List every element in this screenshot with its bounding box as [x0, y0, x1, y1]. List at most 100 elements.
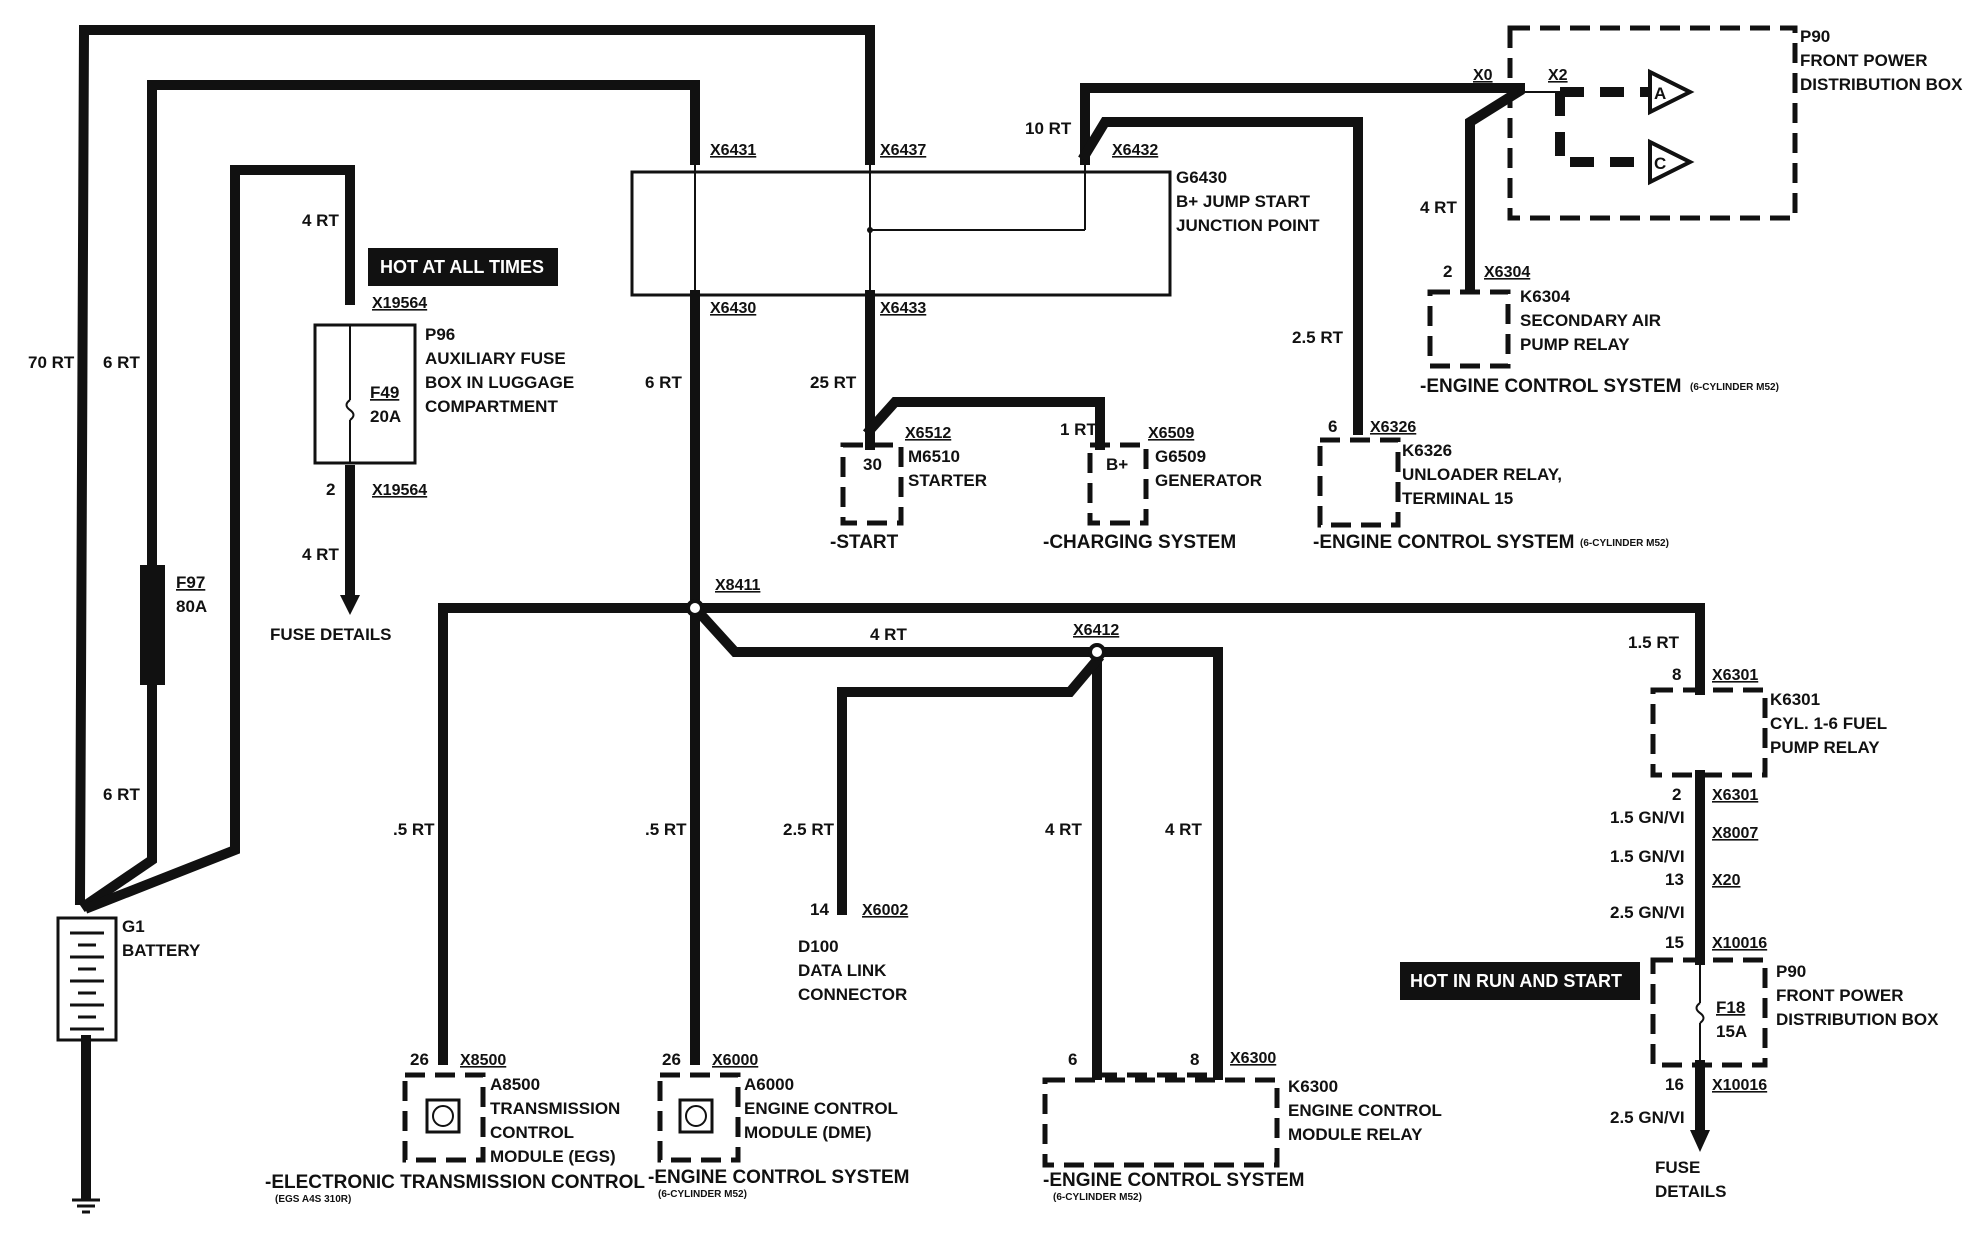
a6000-module-icon [678, 1098, 714, 1134]
battery-cells [70, 931, 104, 1031]
wire-10rt [1080, 83, 1525, 165]
svg-text:X6430: X6430 [710, 300, 756, 317]
k6300-label: K6300 ENGINE CONTROL MODULE RELAY [1288, 1077, 1446, 1144]
fuse-details-right-label: FUSE DETAILS [1655, 1158, 1726, 1201]
ground-icon [72, 1198, 100, 1214]
a8500-module-icon [425, 1098, 461, 1134]
svg-text:2: 2 [1672, 785, 1681, 804]
svg-text:8: 8 [1672, 665, 1681, 684]
wire-bus-x8411 [438, 603, 1705, 1065]
svg-text:4 RT: 4 RT [870, 625, 907, 644]
connector-labels: X6431 X6437 X6432 X6430 X6433 X19564 X19… [372, 67, 1767, 1094]
wire-25rt-dlc [837, 652, 1105, 915]
svg-text:2.5 RT: 2.5 RT [783, 820, 835, 839]
svg-text:-ENGINE CONTROL SYSTEM: -ENGINE CONTROL SYSTEM [1313, 532, 1574, 553]
x6412-splice [1088, 643, 1106, 661]
a8500-steering-icon [432, 1105, 454, 1127]
hot-in-run-and-start-tag: HOT IN RUN AND START [1400, 962, 1640, 1000]
svg-text:-START: -START [830, 532, 899, 553]
svg-text:2.5 GN/VI: 2.5 GN/VI [1610, 903, 1685, 922]
svg-text:(6-CYLINDER M52): (6-CYLINDER M52) [658, 1189, 747, 1200]
svg-text:4 RT: 4 RT [1165, 820, 1202, 839]
svg-text:X0: X0 [1473, 67, 1493, 84]
svg-text:X6433: X6433 [880, 300, 926, 317]
svg-text:X6000: X6000 [712, 1052, 758, 1069]
svg-text:6 RT: 6 RT [103, 353, 140, 372]
svg-text:30: 30 [863, 455, 882, 474]
svg-text:X8411: X8411 [715, 577, 760, 594]
svg-text:X6437: X6437 [880, 142, 926, 159]
svg-text:14: 14 [810, 900, 829, 919]
svg-text:X6326: X6326 [1370, 419, 1416, 436]
p96-fuse-box [313, 323, 417, 465]
svg-text:-ENGINE CONTROL SYSTEM: -ENGINE CONTROL SYSTEM [648, 1167, 909, 1188]
svg-text:(EGS A4S 310R): (EGS A4S 310R) [275, 1194, 351, 1205]
p90-bottom-box [1650, 957, 1768, 1068]
svg-text:6: 6 [1068, 1050, 1077, 1069]
svg-text:X6304: X6304 [1484, 264, 1530, 281]
arrow-c-label: C [1654, 154, 1666, 173]
svg-text:X6301: X6301 [1712, 667, 1758, 684]
f18-fuse-symbol [1695, 1002, 1705, 1024]
svg-text:1.5 GN/VI: 1.5 GN/VI [1610, 847, 1685, 866]
g6430-label: G6430 B+ JUMP START JUNCTION POINT [1176, 168, 1320, 235]
svg-text:1 RT: 1 RT [1060, 420, 1097, 439]
p90-top-box [1507, 25, 1798, 221]
svg-text:6 RT: 6 RT [645, 373, 682, 392]
wire-70rt [74, 25, 875, 906]
g6509-generator-box [1087, 442, 1149, 526]
arrow-c [1648, 138, 1695, 186]
fuse-details-right-arrow [1690, 1130, 1710, 1152]
svg-text:4 RT: 4 RT [302, 545, 339, 564]
hot-at-all-times-tag: HOT AT ALL TIMES [368, 248, 558, 286]
k6326-label: K6326 UNLOADER RELAY, TERMINAL 15 [1402, 441, 1567, 508]
svg-text:.5 RT: .5 RT [393, 820, 435, 839]
svg-text:13: 13 [1665, 870, 1684, 889]
svg-text:6: 6 [1328, 417, 1337, 436]
svg-text:26: 26 [662, 1050, 681, 1069]
svg-text:2.5 GN/VI: 2.5 GN/VI [1610, 1108, 1685, 1127]
svg-text:-ELECTRONIC TRANSMISSION CONTR: -ELECTRONIC TRANSMISSION CONTROL [265, 1172, 645, 1193]
k6304-relay-box [1427, 289, 1511, 369]
svg-text:70 RT: 70 RT [28, 353, 75, 372]
svg-text:6 RT: 6 RT [103, 785, 140, 804]
svg-text:15: 15 [1665, 933, 1684, 952]
x0-node [1517, 89, 1523, 95]
svg-text:-CHARGING SYSTEM: -CHARGING SYSTEM [1043, 532, 1236, 553]
svg-text:10 RT: 10 RT [1025, 119, 1072, 138]
svg-text:-ENGINE CONTROL SYSTEM: -ENGINE CONTROL SYSTEM [1420, 376, 1681, 397]
a6000-label: A6000 ENGINE CONTROL MODULE (DME) [744, 1075, 902, 1142]
svg-text:X6431: X6431 [710, 142, 756, 159]
f18-label: F18 15A [1716, 998, 1750, 1041]
svg-text:X6512: X6512 [905, 425, 951, 442]
f49-label: F49 20A [370, 383, 404, 426]
svg-text:2: 2 [1443, 262, 1452, 281]
svg-text:(6-CYLINDER M52): (6-CYLINDER M52) [1580, 538, 1669, 549]
m6510-label: M6510 STARTER [908, 447, 987, 490]
svg-text:X19564: X19564 [372, 295, 427, 312]
svg-text:1.5 GN/VI: 1.5 GN/VI [1610, 808, 1685, 827]
svg-text:X6300: X6300 [1230, 1050, 1276, 1067]
wire-1rt-generator [862, 397, 1105, 450]
fuse-details-arrow [340, 595, 360, 615]
wire-4rt-air-pump [1465, 85, 1525, 290]
svg-text:X2: X2 [1548, 67, 1568, 84]
svg-text:8: 8 [1190, 1050, 1199, 1069]
svg-text:B+: B+ [1106, 455, 1128, 474]
d100-label: D100 DATA LINK CONNECTOR [798, 937, 907, 1004]
svg-text:X6002: X6002 [862, 902, 908, 919]
p90-bottom-label: P90 FRONT POWER DISTRIBUTION BOX [1776, 962, 1939, 1029]
p90-top-label: P90 FRONT POWER DISTRIBUTION BOX [1800, 27, 1963, 94]
a8500-module-box [402, 1072, 486, 1163]
svg-text:1.5 RT: 1.5 RT [1628, 633, 1680, 652]
k6326-relay-box [1317, 437, 1401, 528]
svg-text:X6432: X6432 [1112, 142, 1158, 159]
svg-text:(6-CYLINDER M52): (6-CYLINDER M52) [1690, 382, 1779, 393]
a6000-steering-icon [685, 1105, 707, 1127]
m6510-starter-box [840, 442, 904, 526]
wire-4rt-x6412 [687, 600, 1100, 657]
svg-text:.5 RT: .5 RT [645, 820, 687, 839]
wire-4rt-k6300-right [1090, 647, 1223, 1080]
fuse-details-left-label: FUSE DETAILS [270, 625, 392, 644]
